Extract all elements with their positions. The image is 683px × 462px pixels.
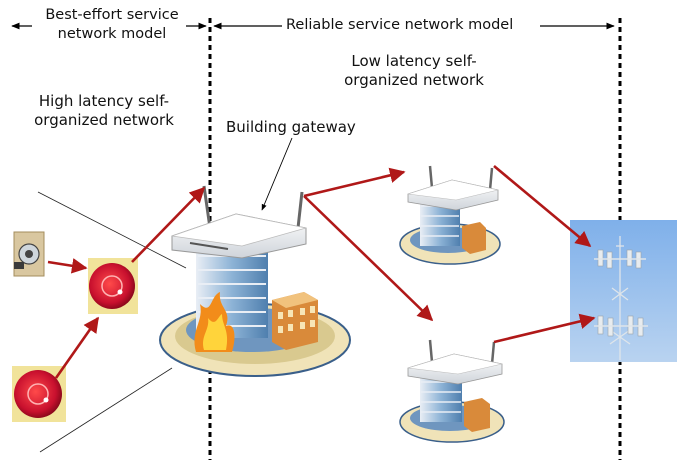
best-effort-title-line2: network model bbox=[57, 26, 167, 42]
building-gateway-label: Building gateway bbox=[226, 118, 356, 136]
low-latency-label: Low latency self- organized network bbox=[338, 52, 490, 90]
high-latency-label: High latency self- organized network bbox=[24, 92, 184, 130]
router-upper bbox=[407, 165, 499, 211]
router-lower bbox=[407, 339, 503, 385]
high-latency-line1: High latency self- bbox=[38, 92, 170, 110]
low-latency-line2: organized network bbox=[344, 71, 484, 89]
low-latency-line1: Low latency self- bbox=[351, 52, 477, 70]
meter-device bbox=[13, 231, 45, 277]
alarm-lower bbox=[12, 366, 66, 422]
best-effort-title: Best-effort service network model bbox=[36, 6, 188, 44]
main-building bbox=[159, 230, 351, 377]
high-latency-line2: organized network bbox=[34, 111, 174, 129]
alarm-upper bbox=[88, 258, 138, 314]
reliable-title: Reliable service network model bbox=[286, 17, 514, 33]
data-flow-arrows bbox=[47, 165, 596, 379]
best-effort-title-line1: Best-effort service bbox=[45, 7, 179, 23]
boundary-line-upper bbox=[37, 191, 187, 269]
gateway-pointer bbox=[261, 137, 293, 211]
gateway-router bbox=[171, 185, 307, 259]
boundary-line-lower bbox=[39, 367, 173, 453]
fire-icon bbox=[194, 292, 235, 352]
